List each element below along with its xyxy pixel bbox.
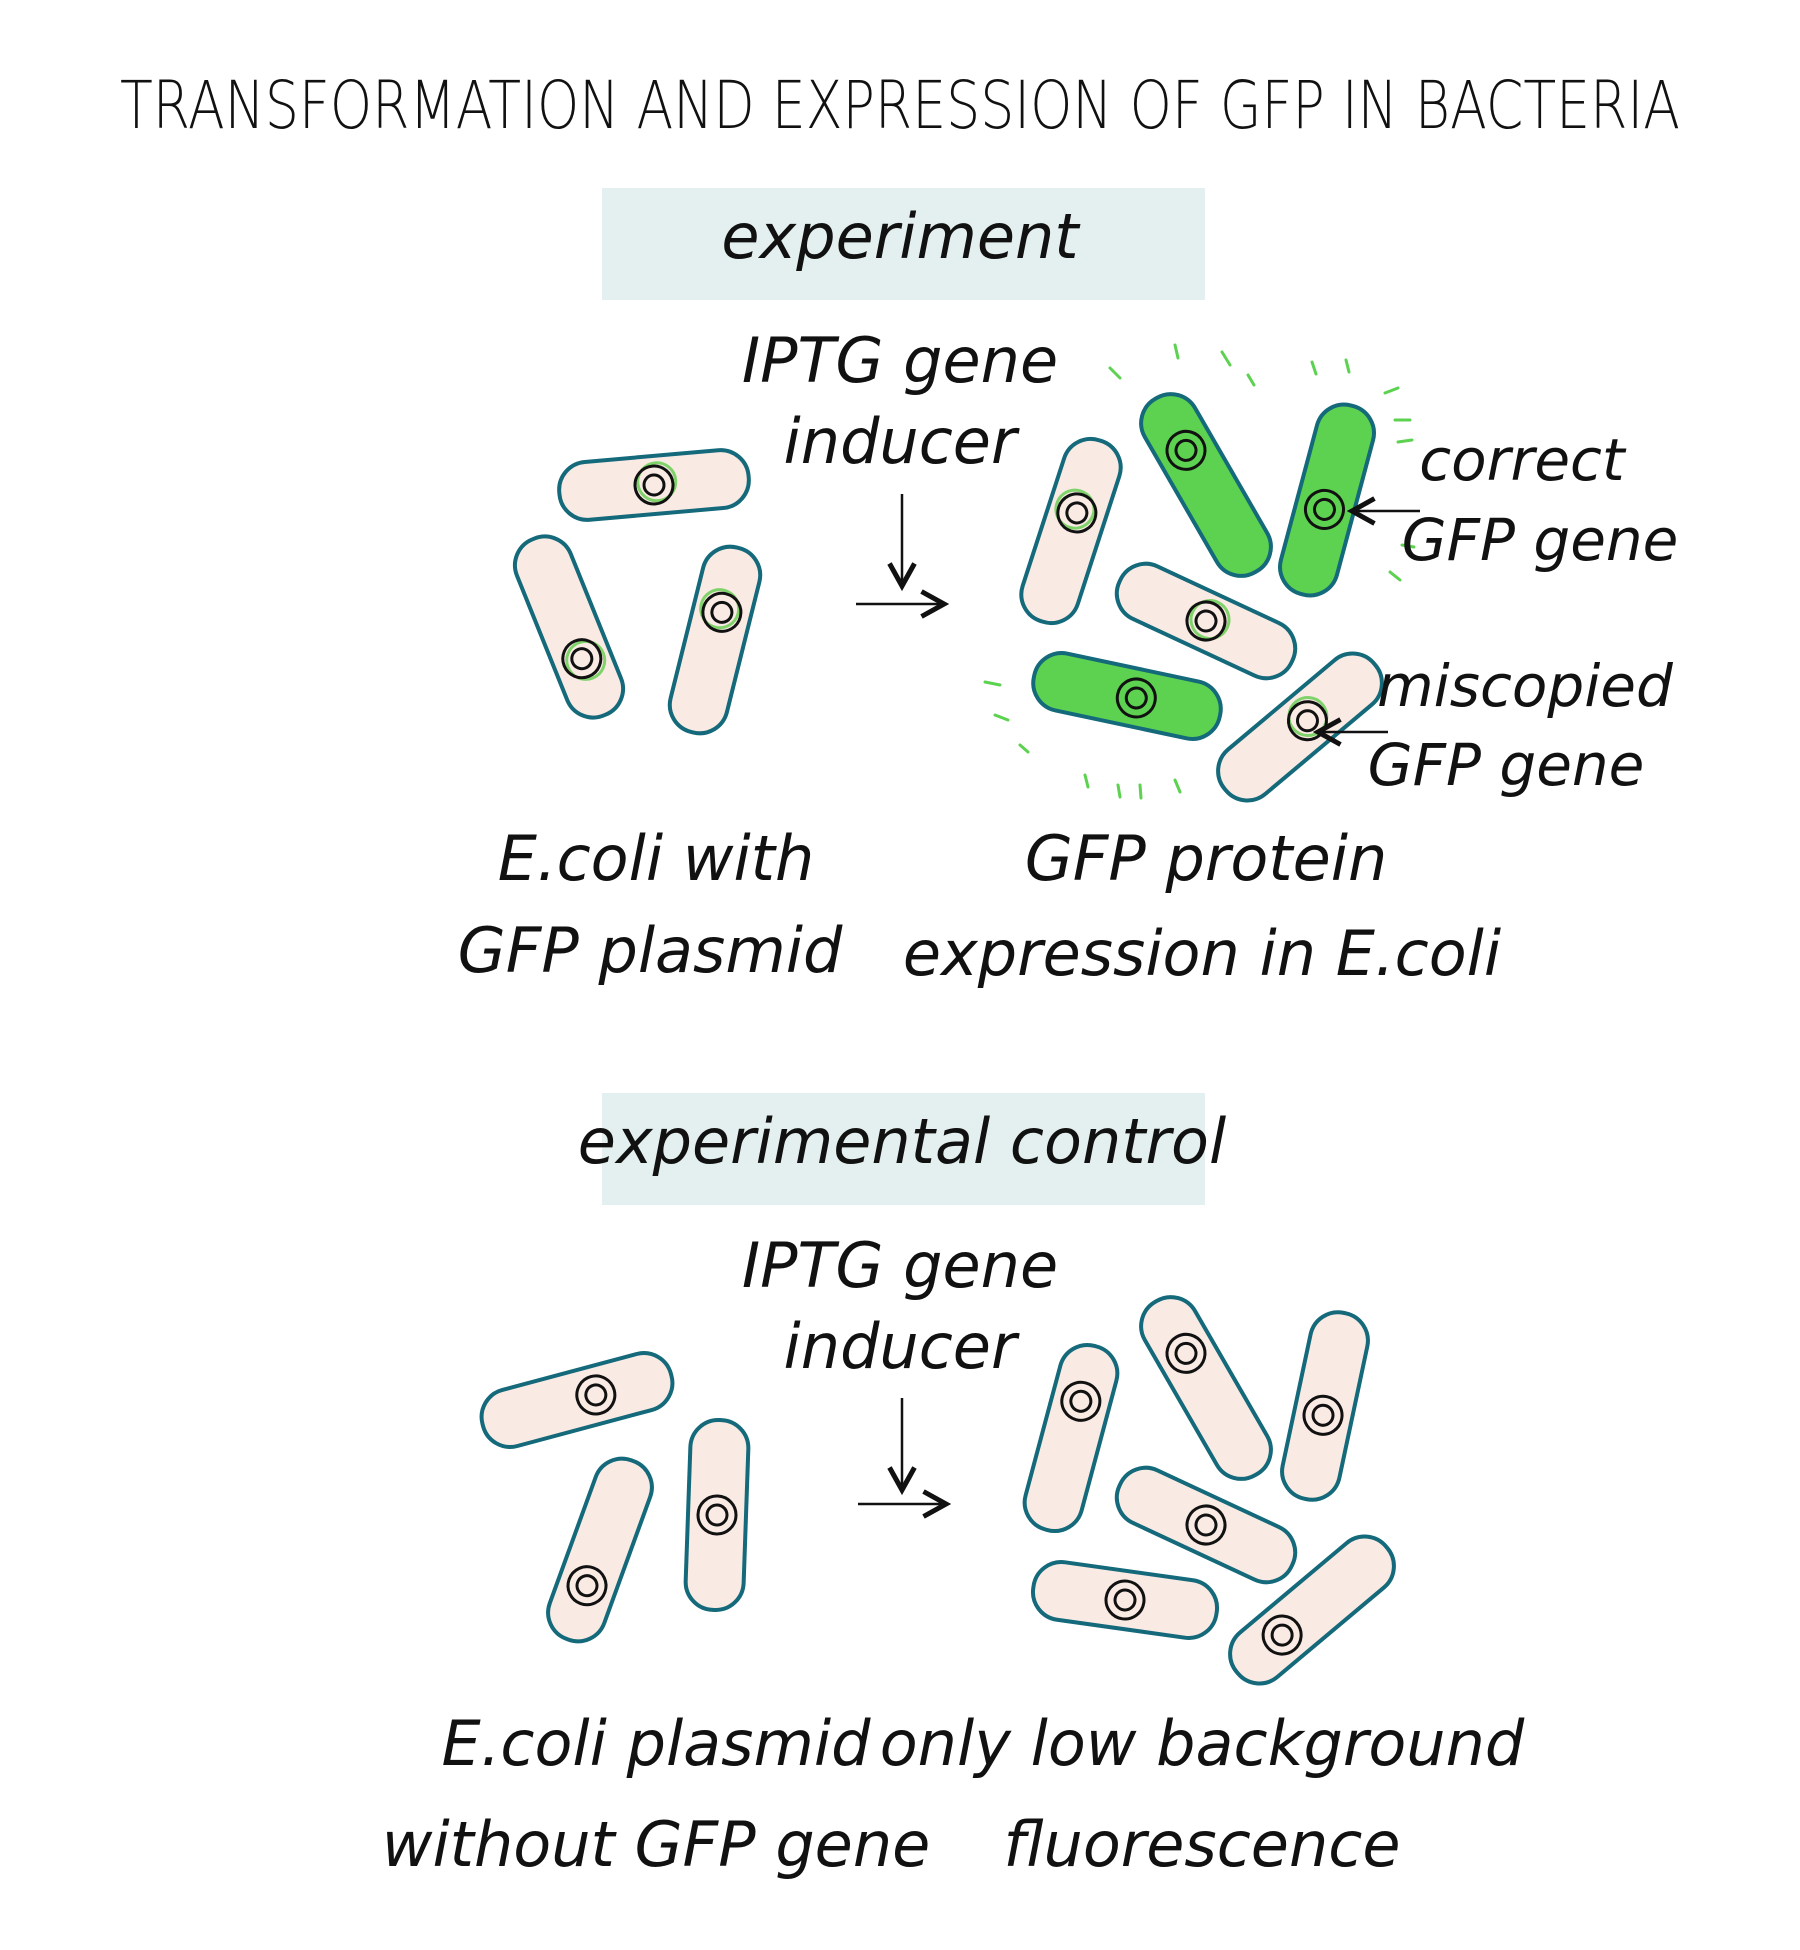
bacterium: [1228, 1534, 1396, 1686]
right-caption-line1: GFP protein: [1025, 822, 1388, 895]
glow-mark: [1138, 783, 1143, 800]
glow-mark: [1018, 743, 1030, 754]
bacterium: [557, 448, 751, 522]
plasmid-icon: [1302, 1394, 1344, 1436]
experiment-cells: [512, 343, 1416, 803]
plasmid-icon: [633, 461, 678, 506]
plasmid-icon: [1303, 488, 1345, 530]
plasmid-icon: [1185, 599, 1231, 642]
left-caption-line2: GFP plasmid: [458, 914, 843, 987]
glow-mark: [1310, 360, 1318, 376]
plasmid-icon: [561, 638, 607, 681]
glow-mark: [1344, 358, 1351, 374]
control-cells: [479, 1295, 1396, 1686]
bacterium: [683, 1418, 751, 1612]
glow-mark: [1396, 438, 1414, 444]
inducer-label-line1: IPTG gene: [742, 324, 1058, 397]
bacterium: [1216, 651, 1384, 803]
control-left-caption-line1: E.coli plasmid: [442, 1707, 872, 1780]
glow-mark: [1108, 366, 1122, 380]
gfp-bacterium: [1031, 651, 1223, 741]
glow-mark: [1173, 778, 1182, 794]
plasmid-icon: [1165, 1332, 1207, 1374]
plasmid-icon: [1165, 429, 1207, 471]
glow-mark: [1173, 343, 1180, 360]
bacterium: [512, 534, 626, 720]
miscopied-label-line1: miscopied: [1377, 652, 1674, 720]
experiment-label: experiment: [721, 200, 1081, 273]
correct-label-line2: GFP gene: [1402, 506, 1679, 574]
plasmid-icon: [1185, 1504, 1227, 1546]
bacterium: [546, 1456, 654, 1644]
glow-mark: [1388, 570, 1402, 582]
experiment-label-box: [602, 188, 1205, 300]
bacterium: [1114, 1465, 1298, 1585]
plasmid-icon: [696, 1494, 738, 1536]
miscopied-label-line2: GFP gene: [1368, 731, 1645, 799]
glow-mark: [1116, 783, 1122, 799]
bacterium: [1114, 561, 1298, 681]
bacterium: [1019, 436, 1123, 626]
plasmid-icon: [699, 588, 743, 633]
glow-mark: [983, 680, 1002, 687]
plasmid-icon: [1060, 1380, 1102, 1422]
glow-mark: [1220, 350, 1232, 367]
gfp-bacterium: [1139, 392, 1273, 578]
control-right-caption-line1: only low background: [880, 1707, 1525, 1780]
glow-mark: [993, 713, 1010, 722]
bacterium: [479, 1351, 675, 1449]
bacterium: [1030, 1560, 1220, 1640]
bacterium: [1022, 1343, 1120, 1533]
glow-mark: [1400, 543, 1416, 549]
gfp-bacterium: [1278, 402, 1376, 598]
left-caption-line1: E.coli with: [498, 822, 815, 895]
plasmid-icon: [566, 1565, 608, 1607]
plasmid-icon: [1054, 488, 1098, 534]
plasmid-icon: [1104, 1579, 1146, 1621]
plasmid-icon: [575, 1374, 617, 1416]
plasmid-icon: [1261, 1614, 1303, 1656]
glow-mark: [1083, 773, 1090, 789]
control-left-caption-line2: without GFP gene: [382, 1808, 931, 1881]
control-right-caption-line2: fluorescence: [1004, 1808, 1401, 1881]
glow-mark: [1246, 373, 1256, 387]
control-inducer-line2: inducer: [784, 1310, 1020, 1383]
inducer-label-line2: inducer: [784, 405, 1020, 478]
bacterium: [1139, 1295, 1273, 1481]
control-label: experimental control: [578, 1105, 1226, 1178]
bacterium: [667, 544, 763, 736]
diagram-title: TRANSFORMATION AND EXPRESSION OF GFP IN …: [120, 67, 1680, 144]
glow-mark: [1383, 386, 1400, 395]
control-inducer-line1: IPTG gene: [742, 1229, 1058, 1302]
correct-label-line1: correct: [1419, 426, 1627, 494]
control-label-box: [602, 1093, 1205, 1205]
right-caption-line2: expression in E.coli: [903, 917, 1501, 990]
bacterium: [1280, 1310, 1370, 1502]
plasmid-icon: [1115, 677, 1157, 719]
